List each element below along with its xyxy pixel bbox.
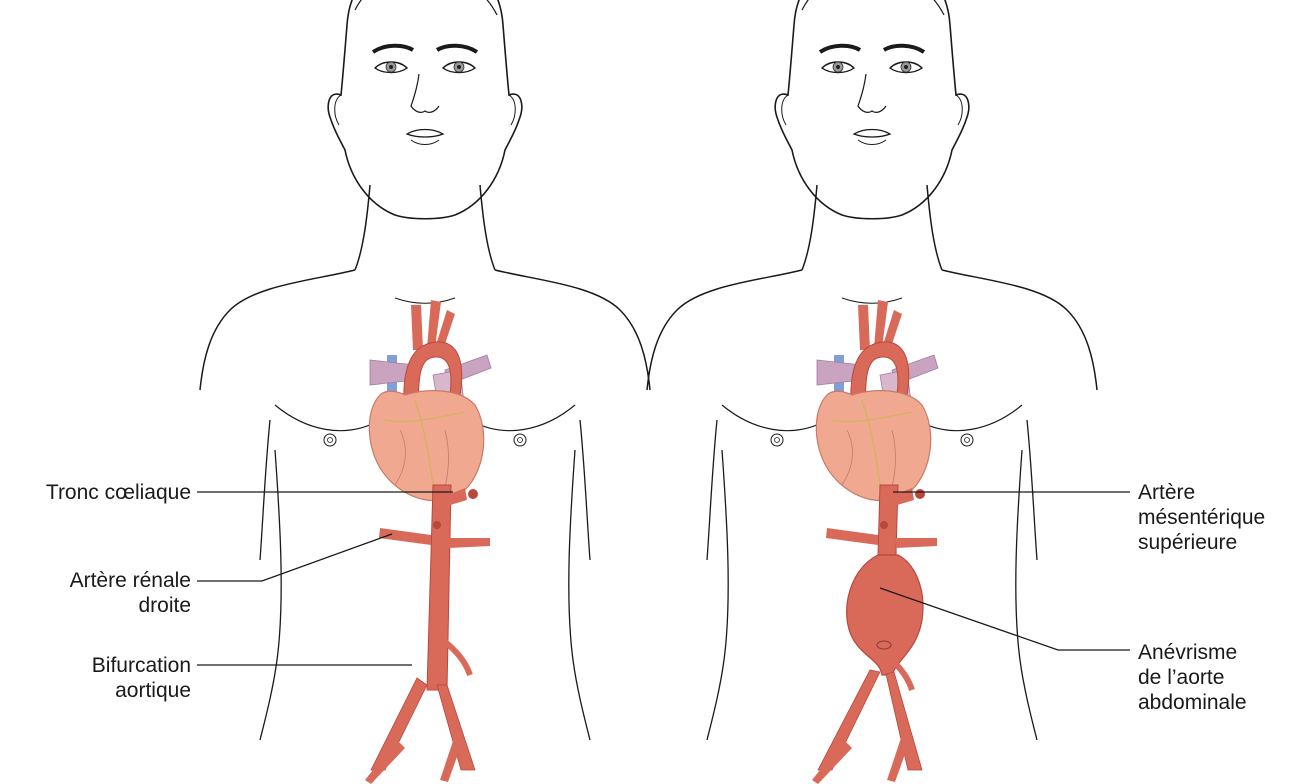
label-superior-mesenteric-artery-line-2: mésentérique <box>1138 505 1315 530</box>
label-superior-mesenteric-artery: Artère mésentérique supérieure <box>1138 480 1315 555</box>
label-celiac-trunk-line-1: Tronc cœliaque <box>0 480 191 505</box>
leader-lines <box>197 492 1130 665</box>
leader-line-right-renal-artery <box>197 534 392 581</box>
label-right-renal-artery-line-2: droite <box>0 593 191 618</box>
label-aortic-bifurcation-line-1: Bifurcation <box>0 653 191 678</box>
label-abdominal-aortic-aneurysm-line-3: abdominale <box>1138 690 1315 715</box>
label-right-renal-artery: Artère rénale droite <box>0 568 191 618</box>
aneurysm-aorta-figure <box>647 0 1097 784</box>
label-celiac-trunk: Tronc cœliaque <box>0 480 191 505</box>
label-aortic-bifurcation-line-2: aortique <box>0 678 191 703</box>
label-abdominal-aortic-aneurysm-line-2: de l’aorte <box>1138 665 1315 690</box>
label-aortic-bifurcation: Bifurcation aortique <box>0 653 191 703</box>
label-abdominal-aortic-aneurysm: Anévrisme de l’aorte abdominale <box>1138 640 1315 715</box>
label-superior-mesenteric-artery-line-1: Artère <box>1138 480 1315 505</box>
label-abdominal-aortic-aneurysm-line-1: Anévrisme <box>1138 640 1315 665</box>
label-right-renal-artery-line-1: Artère rénale <box>0 568 191 593</box>
normal-aorta-figure <box>200 0 650 784</box>
label-superior-mesenteric-artery-line-3: supérieure <box>1138 530 1315 555</box>
